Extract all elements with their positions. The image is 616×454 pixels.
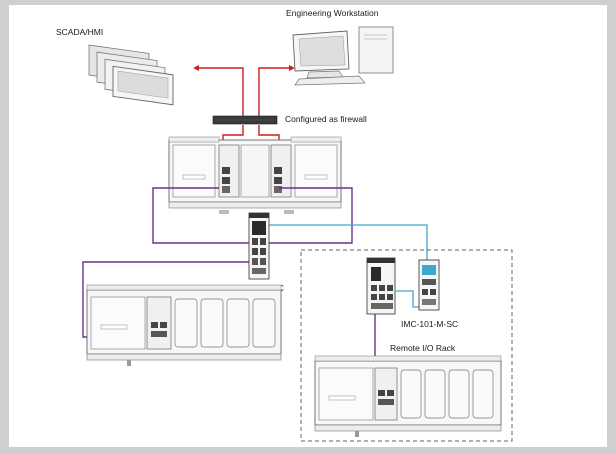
- workstation-icon: [292, 26, 394, 86]
- scada-hmi-icon: [88, 44, 174, 106]
- imc-converter-icon: [418, 259, 440, 311]
- moxa-switch-icon: [248, 212, 270, 280]
- firewall-switch-icon: [212, 115, 278, 125]
- imc-label: IMC-101-M-SC: [401, 319, 458, 329]
- remote-switch-icon: [366, 257, 396, 315]
- remote-site-boundary: [300, 249, 513, 442]
- remote-rack-label: Remote I/O Rack: [390, 343, 456, 353]
- workstation-label: Engineering Workstation: [286, 8, 379, 18]
- remote-io-rack-icon: [314, 355, 502, 437]
- diagram-canvas: SCADA/HMI Engineering Workstation Config…: [9, 5, 607, 447]
- main-plc-chassis-icon: [168, 136, 342, 214]
- firewall-label: Configured as firewall: [285, 114, 367, 124]
- left-io-rack-icon: [86, 284, 282, 366]
- fiber-cyan-links: [268, 224, 428, 308]
- scada-label: SCADA/HMI: [56, 27, 103, 37]
